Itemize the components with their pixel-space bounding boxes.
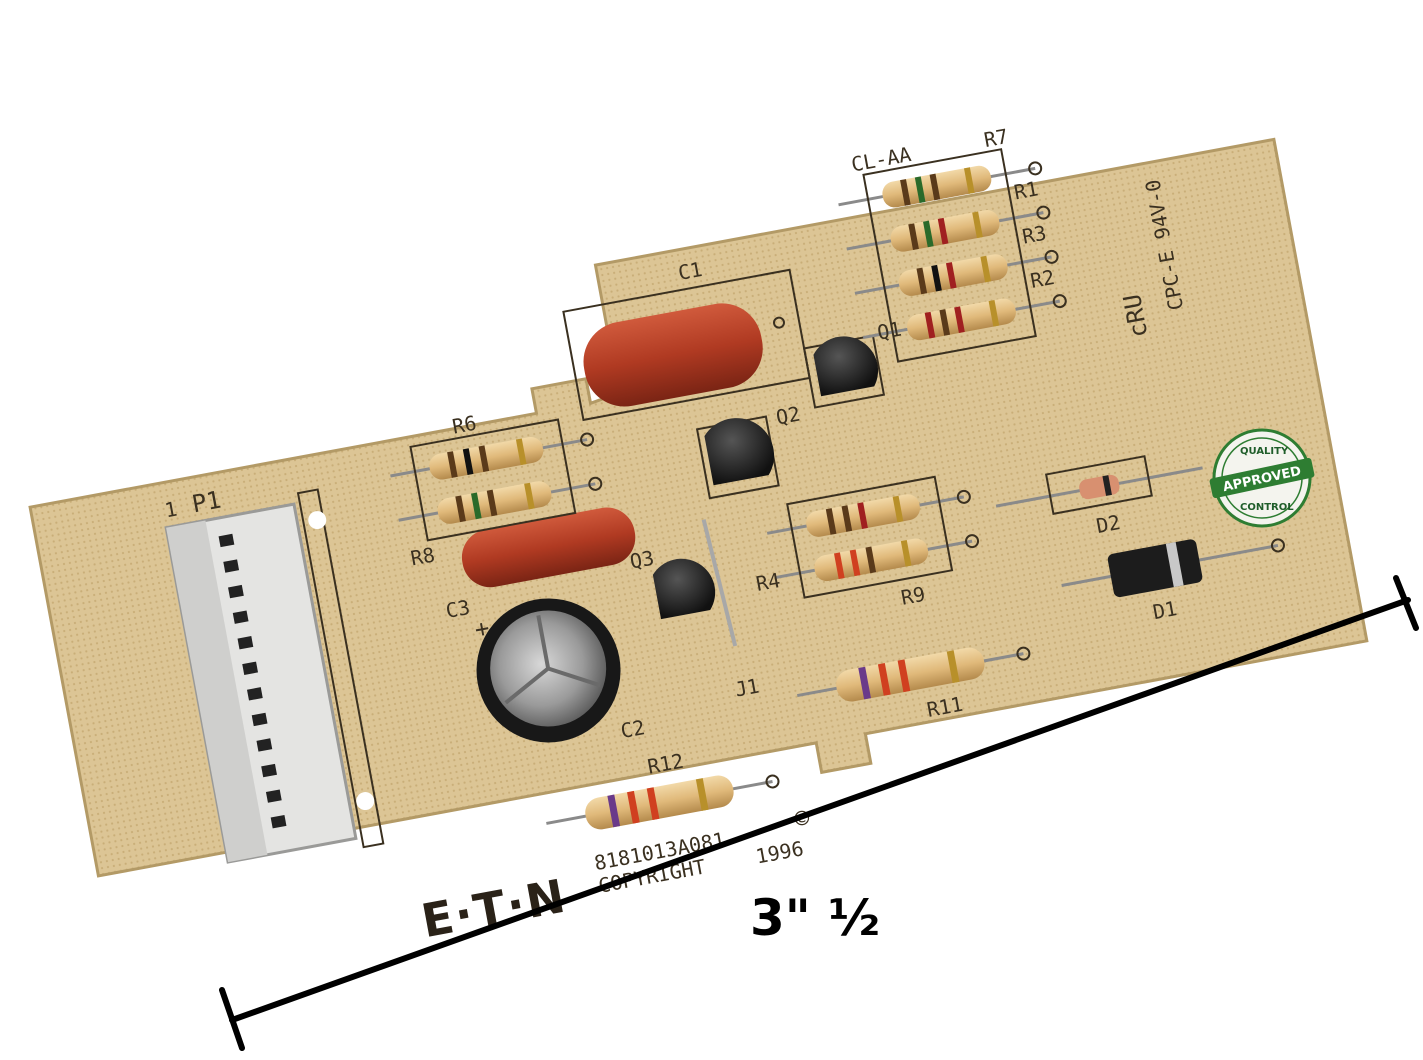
label-pin1: 1 bbox=[163, 497, 179, 523]
diode-d2 bbox=[995, 455, 1203, 515]
copyright-year: 1996 bbox=[754, 836, 806, 868]
connector-p1 bbox=[164, 488, 385, 864]
resistor-r6 bbox=[390, 432, 595, 480]
c1-outline bbox=[562, 268, 811, 422]
label-r2: R2 bbox=[1028, 265, 1056, 293]
label-d1: D1 bbox=[1151, 596, 1179, 624]
mounting-hole-mid bbox=[356, 792, 375, 811]
jumper-j1 bbox=[701, 519, 738, 647]
label-c1: C1 bbox=[676, 257, 704, 285]
mounting-hole-top bbox=[308, 511, 327, 530]
resistor-bank-outline bbox=[862, 148, 1037, 363]
label-q1: Q1 bbox=[875, 317, 903, 345]
transistor-q1 bbox=[802, 334, 886, 409]
resistor-r7 bbox=[838, 161, 1043, 208]
capacitor-c1 bbox=[583, 303, 763, 407]
resistor-r1 bbox=[846, 205, 1051, 252]
label-r4: R4 bbox=[754, 568, 782, 596]
label-r12: R12 bbox=[646, 749, 686, 779]
label-q2: Q2 bbox=[774, 402, 802, 430]
dimension-indicator: 3" ½ bbox=[219, 575, 1419, 1051]
label-c2: C2 bbox=[619, 715, 647, 743]
label-r1: R1 bbox=[1012, 176, 1040, 204]
dimension-line bbox=[229, 597, 1411, 1023]
c1-pad bbox=[773, 316, 786, 329]
quality-seal: QUALITY APPROVED CONTROL bbox=[1209, 428, 1315, 528]
label-p1: P1 bbox=[190, 486, 224, 519]
label-r8: R8 bbox=[409, 542, 437, 570]
label-r9: R9 bbox=[899, 582, 927, 610]
dimension-label: 3" ½ bbox=[750, 889, 880, 947]
label-cl-aa: CL-AA bbox=[849, 142, 913, 177]
diode-d1 bbox=[1061, 538, 1285, 598]
dimension-tick-right bbox=[1393, 575, 1419, 631]
r4-r9-outline bbox=[786, 475, 954, 599]
resistor-r12 bbox=[546, 774, 780, 830]
label-plus: + bbox=[472, 614, 491, 644]
label-q3: Q3 bbox=[628, 546, 656, 574]
dimension-tick-left bbox=[219, 987, 245, 1051]
resistor-r11 bbox=[796, 646, 1031, 702]
label-r6: R6 bbox=[450, 411, 478, 439]
label-d2: D2 bbox=[1094, 510, 1122, 538]
electrolytic-capacitor-c2 bbox=[476, 598, 621, 743]
transistor-q3 bbox=[652, 558, 716, 620]
resistor-r2 bbox=[862, 294, 1067, 341]
resistor-r8 bbox=[398, 476, 603, 524]
label-r3: R3 bbox=[1020, 221, 1048, 249]
seal-bottom-text: CONTROL bbox=[1240, 502, 1294, 513]
transistor-q2 bbox=[695, 415, 780, 500]
resistor-r3 bbox=[854, 249, 1059, 296]
r6-r8-outline bbox=[409, 418, 577, 542]
label-c3: C3 bbox=[444, 595, 472, 623]
pcb-board: 1 P1 R6 R8 C3 + Q3 C2 J1 C1 Q1 Q2 R4 R9 … bbox=[28, 124, 1369, 948]
capacitor-c3 bbox=[461, 507, 636, 588]
mounting-hole-bottom bbox=[290, 877, 331, 918]
label-r7: R7 bbox=[982, 124, 1010, 152]
seal-top-text: QUALITY bbox=[1240, 446, 1289, 457]
resistor-r9 bbox=[775, 534, 980, 582]
label-j1: J1 bbox=[733, 674, 761, 702]
resistor-r4 bbox=[766, 489, 971, 537]
